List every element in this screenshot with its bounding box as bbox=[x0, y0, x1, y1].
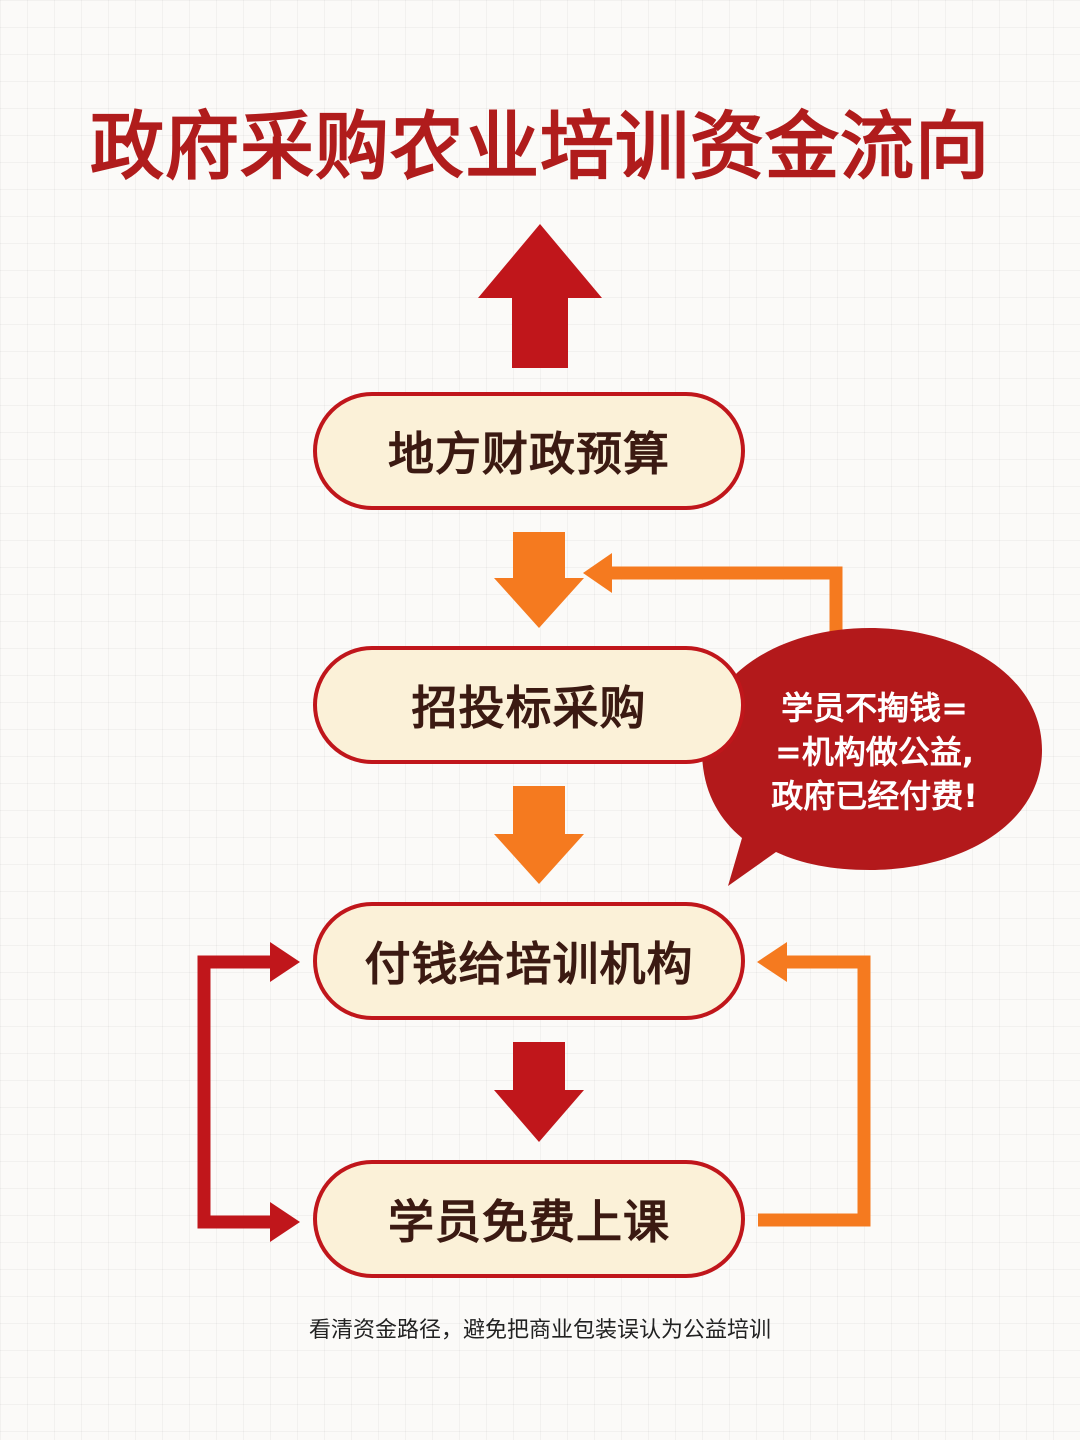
callout-text: 学员不掏钱= =机构做公益, 政府已经付费! bbox=[771, 689, 978, 815]
page-title: 政府采购农业培训资金流向 bbox=[90, 104, 990, 190]
step-free-classes: 学员免费上课 bbox=[313, 1160, 745, 1278]
left-arrow-icon bbox=[757, 942, 787, 982]
up-arrow-icon bbox=[478, 224, 602, 368]
callout-bubble bbox=[702, 628, 1042, 886]
feedback-line-upper bbox=[608, 566, 843, 640]
step-bidding-procurement: 招投标采购 bbox=[313, 646, 745, 764]
right-arrow-icon bbox=[270, 942, 300, 982]
loop-line-left bbox=[197, 955, 272, 1229]
down-arrow-icon bbox=[494, 532, 584, 628]
left-arrow-icon bbox=[583, 553, 612, 593]
right-arrow-icon bbox=[270, 1202, 300, 1242]
feedback-line-lower bbox=[758, 955, 871, 1227]
step-local-budget: 地方财政预算 bbox=[313, 392, 745, 510]
down-arrow-icon bbox=[494, 1042, 584, 1142]
step-pay-training-institution: 付钱给培训机构 bbox=[313, 902, 745, 1020]
footer-caption: 看清资金路径，避免把商业包装误认为公益培训 bbox=[308, 1318, 771, 1343]
down-arrow-icon bbox=[494, 786, 584, 884]
